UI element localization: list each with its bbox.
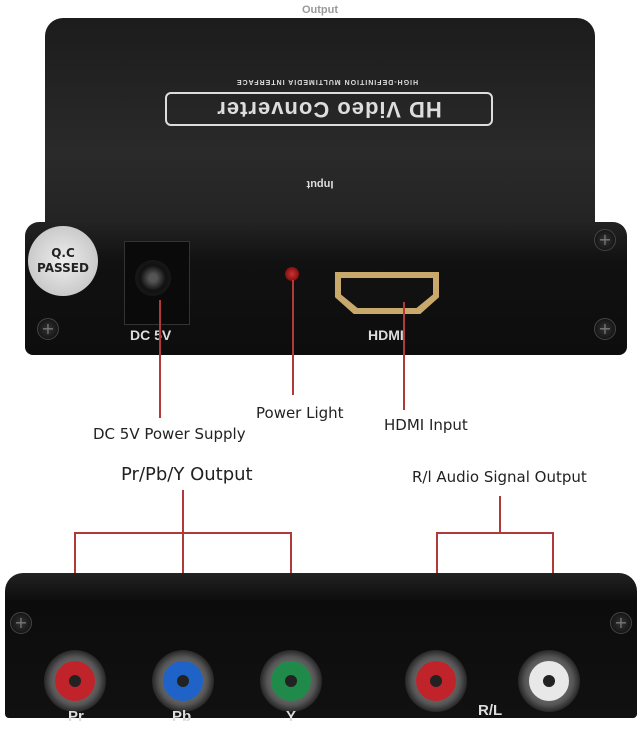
qc-text: Q.C <box>51 246 75 260</box>
screw-icon: + <box>594 318 616 340</box>
brand-logo: HD Video Converter <box>165 92 493 126</box>
screw-icon: + <box>37 318 59 340</box>
dc-jack-socket <box>135 260 171 296</box>
component-callout-bracket <box>74 532 292 534</box>
audio-callout-bracket <box>436 532 554 534</box>
y-port-label: Y <box>286 708 297 725</box>
input-label: Input <box>306 178 334 190</box>
power-light-callout-line <box>292 280 294 395</box>
rca-pin <box>177 675 189 687</box>
hdmi-port-opening <box>341 278 433 308</box>
rca-port-pb[interactable] <box>152 650 214 712</box>
rca-port-audio-right[interactable] <box>405 650 467 712</box>
rca-ring <box>163 661 203 701</box>
audio-port-label: R/L <box>478 702 503 719</box>
rca-pin <box>543 675 555 687</box>
rca-pin <box>69 675 81 687</box>
rca-pin <box>285 675 297 687</box>
screw-icon: + <box>10 612 32 634</box>
pr-port-label: Pr <box>68 708 84 725</box>
power-light-callout: Power Light <box>256 404 344 422</box>
audio-callout-stem <box>499 496 501 534</box>
converter-front-panel <box>25 222 627 355</box>
audio-output-callout: R/l Audio Signal Output <box>412 468 587 486</box>
rca-port-audio-left[interactable] <box>518 650 580 712</box>
rca-ring <box>416 661 456 701</box>
brand-subtitle: HIGH-DEFINITION MULTIMEDIA INTERFACE <box>235 78 419 85</box>
dc-callout-line <box>159 300 161 418</box>
dc-power-callout: DC 5V Power Supply <box>93 425 246 443</box>
passed-text: PASSED <box>37 261 89 275</box>
qc-passed-badge: Q.C PASSED <box>28 226 98 296</box>
rca-ring <box>529 661 569 701</box>
hdmi-callout-line <box>403 302 405 410</box>
screw-icon: + <box>610 612 632 634</box>
component-callout-stem <box>182 490 184 650</box>
rca-port-pr[interactable] <box>44 650 106 712</box>
power-led <box>285 267 299 281</box>
output-label: Output <box>301 4 339 16</box>
hdmi-port-label: HDMI <box>368 327 404 343</box>
rca-port-y[interactable] <box>260 650 322 712</box>
hdmi-input-callout: HDMI Input <box>384 416 468 434</box>
dc-port-label: DC 5V <box>130 327 172 343</box>
rca-pin <box>430 675 442 687</box>
rca-ring <box>271 661 311 701</box>
converter-top-surface <box>45 18 595 243</box>
screw-icon: + <box>594 229 616 251</box>
rca-ring <box>55 661 95 701</box>
component-output-callout: Pr/Pb/Y Output <box>121 464 253 485</box>
pb-port-label: Pb <box>172 708 192 725</box>
